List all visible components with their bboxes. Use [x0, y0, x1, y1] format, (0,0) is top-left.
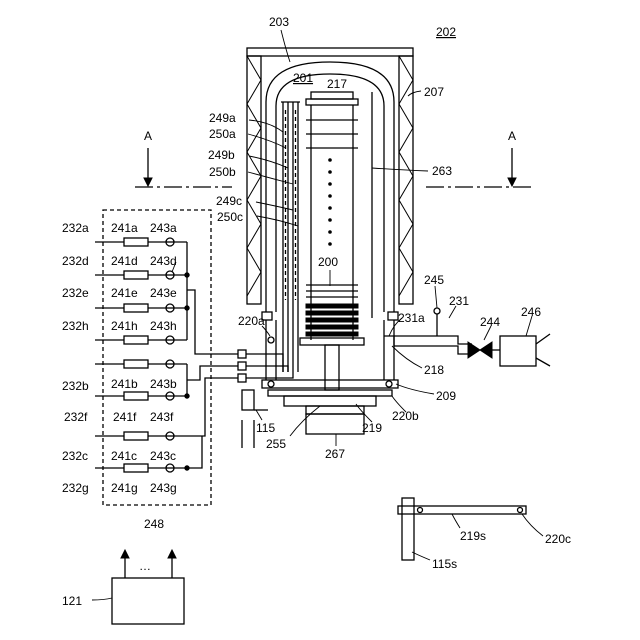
label-203: 203 [269, 15, 289, 29]
label-243d: 243d [150, 254, 177, 268]
label-201: 201 [293, 71, 313, 85]
label-115: 115 [256, 421, 275, 435]
label-231a: 231a [398, 311, 425, 325]
label-217: 217 [327, 77, 347, 91]
label-244: 244 [480, 315, 500, 329]
label-232a: 232a [62, 221, 89, 235]
label-200: 200 [318, 255, 338, 269]
label-267: 267 [325, 447, 345, 461]
label-243f: 243f [150, 410, 174, 424]
label-250c: 250c [217, 210, 243, 224]
label-250b: 250b [209, 165, 236, 179]
label-219: 219 [362, 421, 382, 435]
label-243a: 243a [150, 221, 177, 235]
label-232g: 232g [62, 481, 89, 495]
section-label-left: A [144, 129, 152, 143]
label-121: 121 [62, 594, 82, 608]
label-232f: 232f [64, 410, 88, 424]
label-241b: 241b [111, 377, 138, 391]
gas-lines [95, 238, 238, 472]
label-220a: 220a [238, 314, 265, 328]
label-232h: 232h [62, 319, 89, 333]
label-207: 207 [424, 85, 444, 99]
label-209: 209 [436, 389, 456, 403]
controller-ellipsis: … [139, 559, 151, 573]
label-231: 231 [449, 294, 469, 308]
label-220b: 220b [392, 409, 419, 423]
label-219s: 219s [460, 529, 486, 543]
label-249b: 249b [208, 148, 235, 162]
label-241a: 241a [111, 221, 138, 235]
label-232c: 232c [62, 449, 88, 463]
label-241f: 241f [113, 410, 137, 424]
label-241e: 241e [111, 286, 138, 300]
label-243c: 243c [150, 449, 176, 463]
label-220c: 220c [545, 532, 571, 546]
label-218: 218 [424, 363, 444, 377]
nozzles-249 [281, 102, 300, 372]
label-243g: 243g [150, 481, 177, 495]
label-255: 255 [266, 437, 286, 451]
label-241c: 241c [111, 449, 137, 463]
label-246: 246 [521, 305, 541, 319]
label-249a: 249a [209, 111, 236, 125]
section-line-a [135, 148, 532, 187]
label-232e: 232e [62, 286, 89, 300]
boat-217 [300, 92, 364, 345]
label-232d: 232d [62, 254, 89, 268]
label-241d: 241d [111, 254, 138, 268]
label-241h: 241h [111, 319, 138, 333]
label-243b: 243b [150, 377, 177, 391]
label-263: 263 [432, 164, 452, 178]
label-245: 245 [424, 273, 444, 287]
label-250a: 250a [209, 127, 236, 141]
label-243h: 243h [150, 319, 177, 333]
label-241g: 241g [111, 481, 138, 495]
label-232b: 232b [62, 379, 89, 393]
label-248: 248 [144, 517, 164, 531]
label-115s: 115s [432, 557, 457, 571]
label-249c: 249c [216, 194, 242, 208]
label-243e: 243e [150, 286, 177, 300]
section-label-right: A [508, 129, 516, 143]
label-202: 202 [436, 25, 456, 39]
